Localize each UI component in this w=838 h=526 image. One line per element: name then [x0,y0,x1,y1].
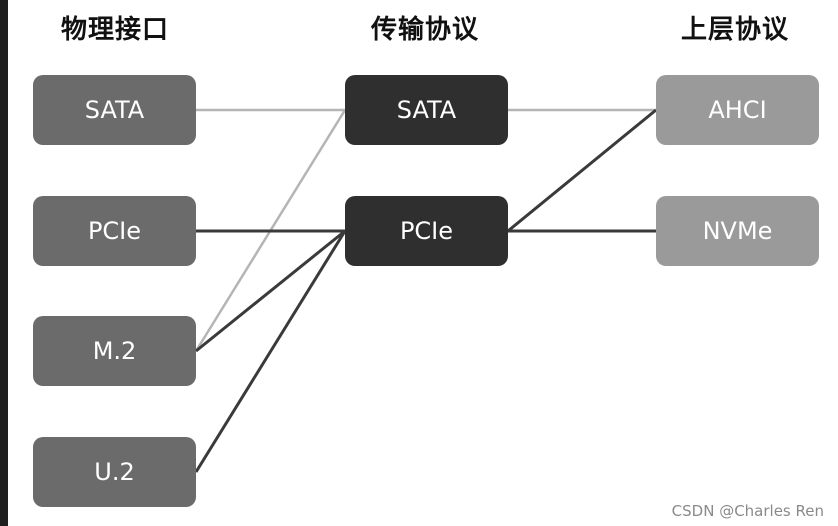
node-upper-nvme: NVMe [656,196,819,266]
node-physical-m2: M.2 [33,316,196,386]
node-physical-pcie: PCIe [33,196,196,266]
connector-phys_u2-to-trans_pcie [194,230,347,473]
node-transport-sata: SATA [345,75,508,145]
column-title-upper: 上层协议 [680,15,789,45]
connector-trans_pcie-to-upper_ahci [507,108,657,233]
column-title-physical: 物理接口 [60,15,169,45]
connector-phys_m2-to-trans_pcie [195,229,346,353]
watermark: CSDN @Charles Ren [671,502,824,520]
node-physical-u2: U.2 [33,437,196,507]
column-title-transport: 传输协议 [370,15,479,45]
node-upper-ahci: AHCI [656,75,819,145]
node-physical-sata: SATA [33,75,196,145]
node-transport-pcie: PCIe [345,196,508,266]
